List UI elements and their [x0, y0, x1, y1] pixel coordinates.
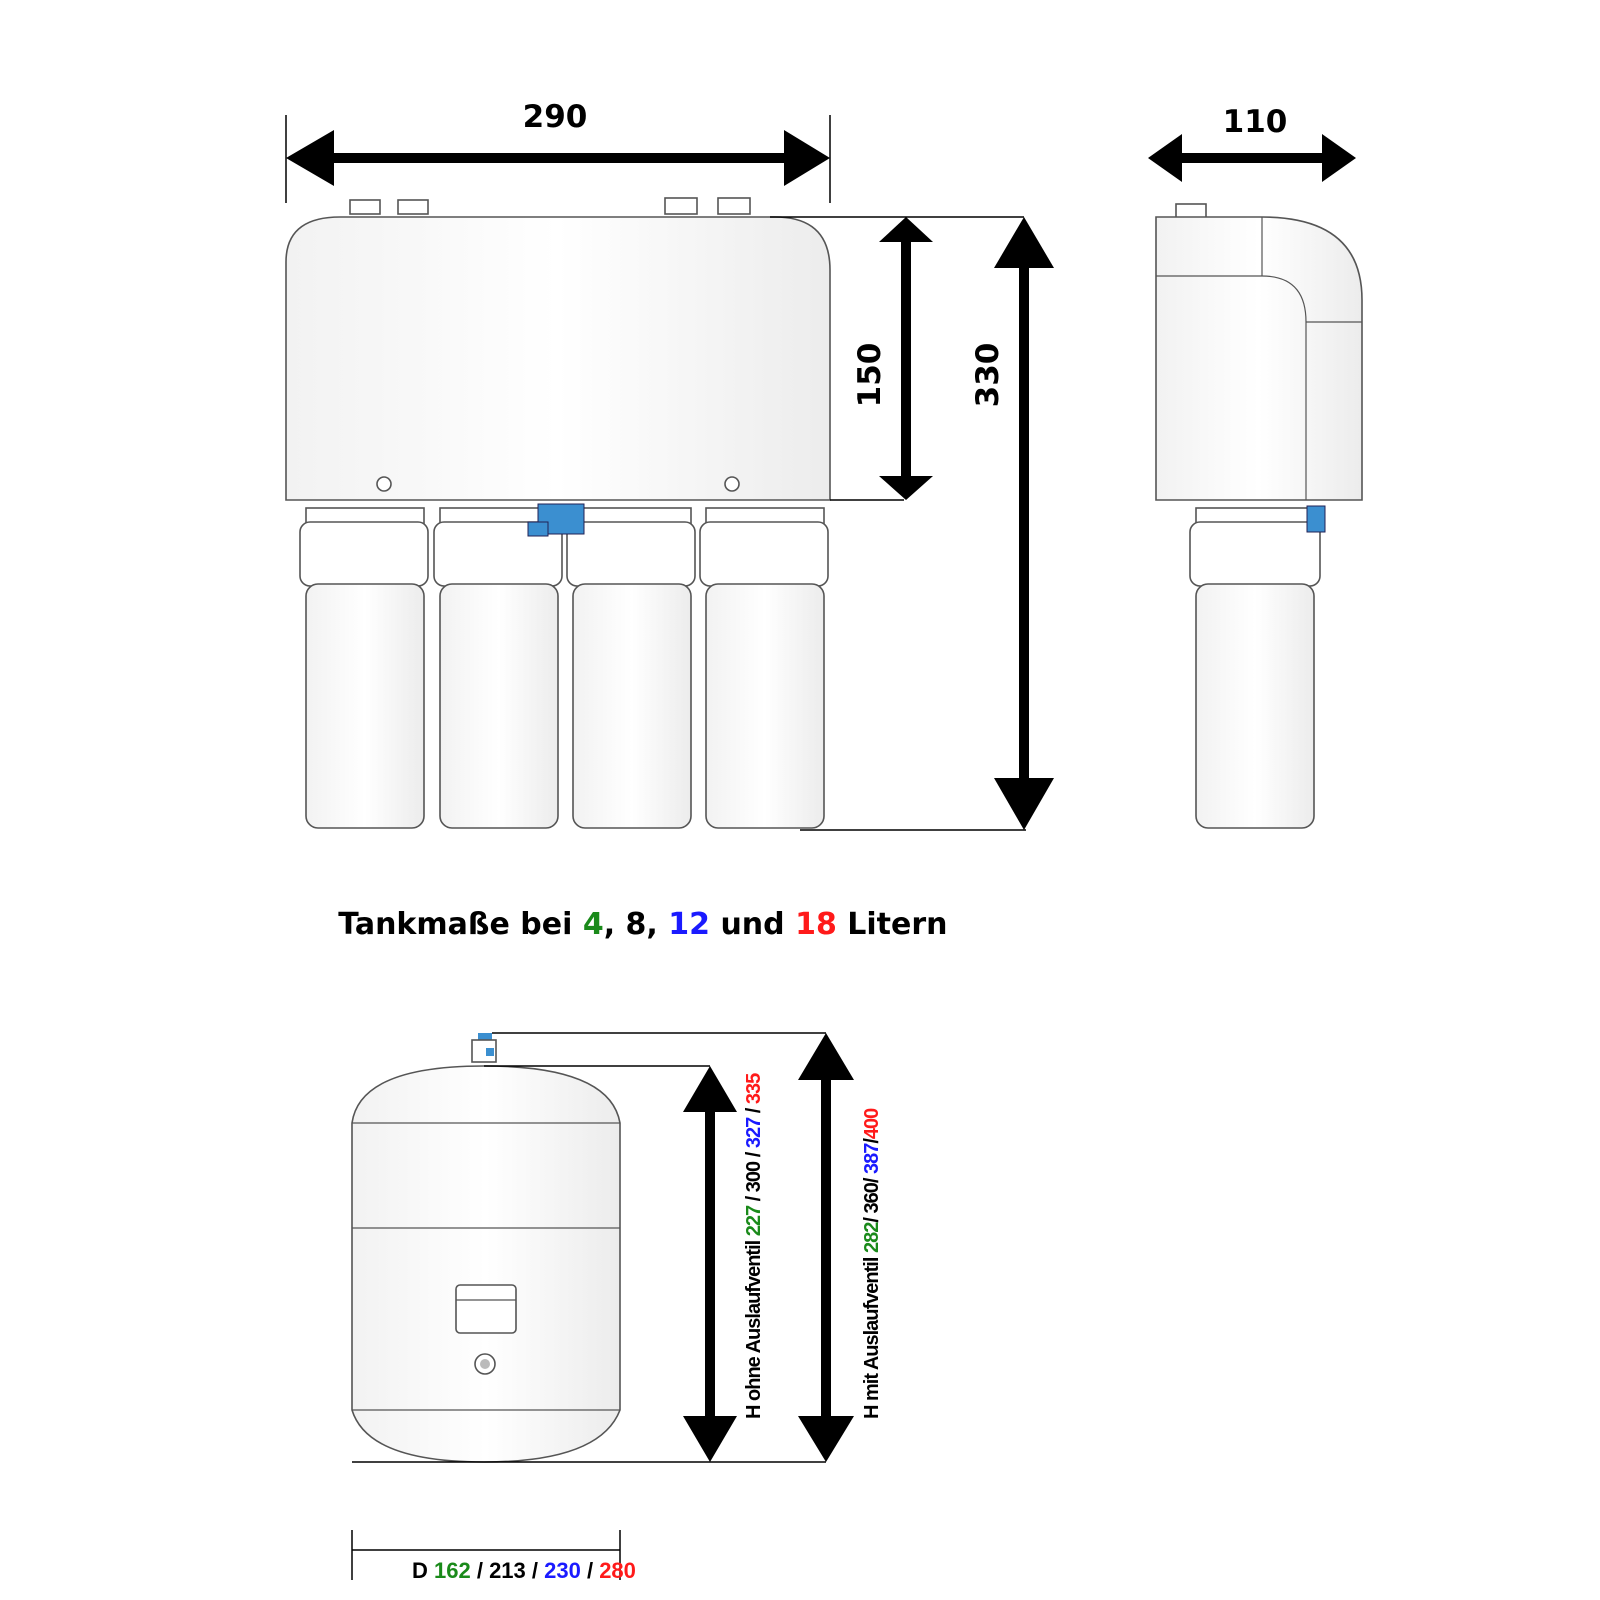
- tank-body: [351, 1065, 621, 1463]
- pressure-tank: H ohne Auslaufventil 227 / 300 / 327 / 3…: [351, 1032, 883, 1583]
- filter-unit-side-view: 110: [1148, 104, 1363, 829]
- total-height-dimension: 330: [800, 217, 1054, 831]
- housing-screw: [724, 476, 740, 492]
- tank-heading: Tankmaße bei 4, 8, 12 und 18 Litern: [286, 907, 979, 942]
- heading-18-liters: 18: [795, 907, 837, 942]
- width-value: 290: [523, 99, 588, 135]
- depth-value: 110: [1223, 104, 1288, 140]
- filter-cartridge: [299, 507, 429, 829]
- height-without-valve-dimension: H ohne Auslaufventil 227 / 300 / 327 / 3…: [352, 1042, 826, 1463]
- head-height-value: 150: [852, 343, 888, 408]
- width-dimension: 290: [285, 99, 831, 203]
- heading-12-liters: 12: [668, 907, 710, 942]
- heading-prefix: Tankmaße bei: [338, 907, 583, 942]
- blue-valve: [527, 503, 585, 537]
- heading-4-liters: 4: [583, 907, 604, 942]
- unit-housing: [285, 216, 831, 501]
- depth-dimension: 110: [1148, 104, 1356, 182]
- total-height-value: 330: [970, 343, 1006, 408]
- filter-cartridges: [299, 507, 829, 829]
- head-height-dimension: 150: [770, 216, 1024, 501]
- filter-cartridge: [433, 507, 563, 829]
- diameter-label: D 162 / 213 / 230 / 280: [357, 1558, 679, 1583]
- heading-sep: , 8,: [604, 907, 669, 942]
- side-housing: [1155, 216, 1363, 501]
- outlet-valve: [471, 1033, 497, 1063]
- filter-cartridge: [566, 507, 696, 829]
- height-with-valve-label: H mit Auslaufventil 282/ 360/ 387/400: [861, 1077, 883, 1460]
- filter-unit-front-view: 290 150 330: [285, 99, 1054, 831]
- height-without-valve-label: H ohne Auslaufventil 227 / 300 / 327 / 3…: [743, 1042, 765, 1460]
- diameter-dimension: D 162 / 213 / 230 / 280: [351, 1530, 679, 1583]
- housing-screw: [376, 476, 392, 492]
- top-fittings: [349, 197, 751, 215]
- tank-label-plate: [455, 1284, 517, 1334]
- heading-und: und: [710, 907, 795, 942]
- height-with-valve-dimension: H mit Auslaufventil 282/ 360/ 387/400: [492, 1032, 883, 1462]
- filter-cartridge: [699, 507, 829, 829]
- heading-suffix: Litern: [837, 907, 948, 942]
